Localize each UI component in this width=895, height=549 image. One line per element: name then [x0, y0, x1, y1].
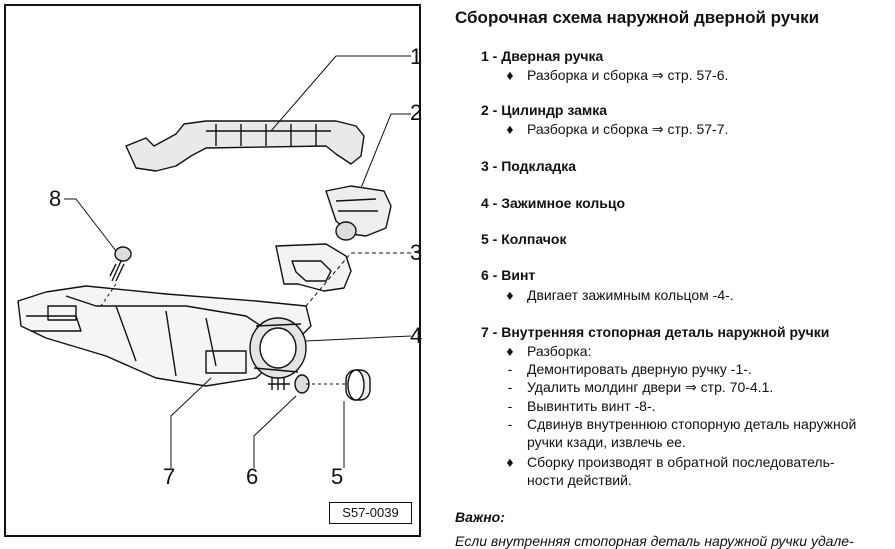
- callout-4: 4: [410, 323, 423, 348]
- lock-cylinder-part: [325, 185, 392, 241]
- callout-5: 5: [331, 464, 344, 489]
- dash-bullet: -: [507, 361, 513, 377]
- callout-8: 8: [49, 186, 62, 211]
- diamond-bullet-icon: ♦: [506, 343, 514, 359]
- dash-bullet: -: [507, 379, 513, 395]
- figure-code-label: S57-0039: [329, 502, 412, 524]
- item-heading-5: 5 - Колпачок: [481, 231, 567, 247]
- callout-7: 7: [163, 464, 176, 489]
- dash-bullet: -: [507, 416, 513, 432]
- diamond-bullet-icon: ♦: [506, 67, 514, 83]
- callout-3: 3: [410, 240, 423, 265]
- diamond-bullet-icon: ♦: [506, 121, 514, 137]
- gasket-part: [275, 243, 352, 292]
- clamping-ring-part: [249, 317, 307, 379]
- item-heading-4: 4 - Зажимное кольцо: [481, 195, 626, 211]
- exploded-diagram: 1 2 3 4 5 6 7 8 S57-0039: [4, 4, 423, 537]
- callout-1: 1: [410, 44, 423, 69]
- item-heading-6: 6 - Винт: [481, 267, 536, 283]
- page-title: Сборочная схема наружной дверной ручки: [455, 8, 820, 27]
- leader-lines: [64, 55, 412, 468]
- diamond-bullet-icon: ♦: [506, 454, 514, 470]
- callout-6: 6: [246, 464, 259, 489]
- note-text: Если внутренняя стопорная деталь наружно…: [455, 533, 854, 549]
- retaining-screw-part: [109, 246, 132, 282]
- callout-2: 2: [410, 100, 423, 125]
- diagram-drawing: [17, 55, 412, 468]
- item-heading-2: 2 - Цилиндр замка: [481, 102, 608, 118]
- item-heading-3: 3 - Подкладка: [481, 158, 577, 174]
- note-heading: Важно:: [455, 509, 505, 525]
- diamond-bullet-icon: ♦: [506, 287, 514, 303]
- screw-part: [268, 374, 310, 394]
- item-heading-1: 1 - Дверная ручка: [481, 48, 604, 64]
- dash-bullet: -: [507, 398, 513, 414]
- door-handle-part: [125, 120, 365, 172]
- item-heading-7: 7 - Внутренняя стопорная деталь наружной…: [481, 324, 830, 340]
- cap-part: [345, 369, 371, 401]
